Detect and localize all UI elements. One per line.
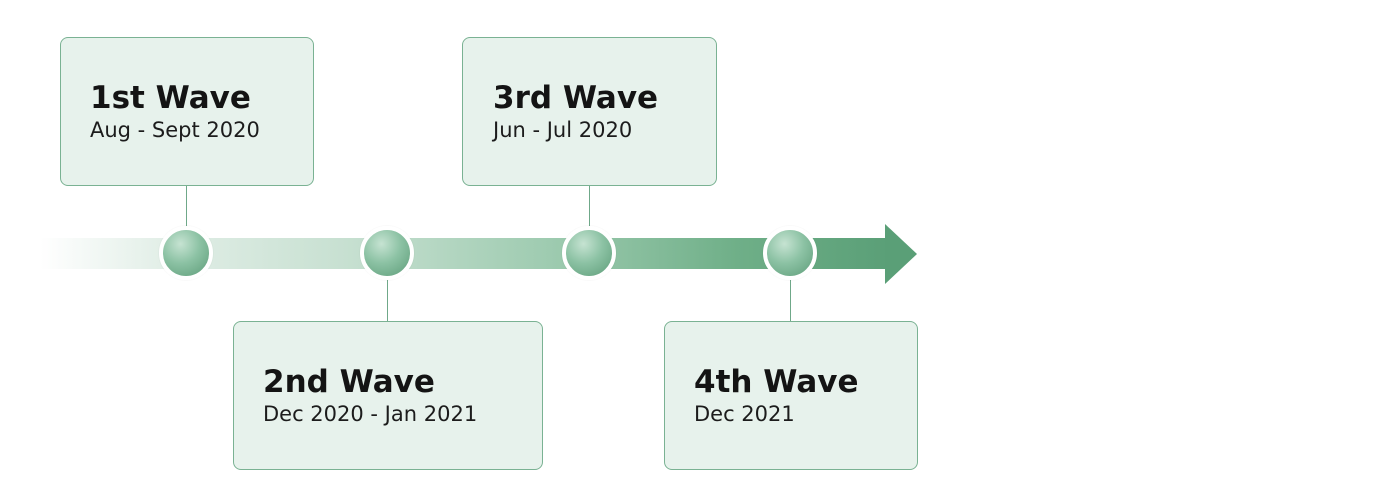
wave-title: 3rd Wave [493,80,659,116]
wave-title: 2nd Wave [263,364,435,400]
wave-card-4: 4th Wave Dec 2021 [664,321,918,470]
connector-wave-4 [790,280,791,322]
wave-dates: Dec 2021 [694,402,795,426]
timeline-arrow-head [885,224,917,284]
wave-card-3: 3rd Wave Jun - Jul 2020 [462,37,717,186]
connector-wave-2 [387,280,388,322]
timeline-node-wave-1 [159,226,213,280]
wave-dates: Dec 2020 - Jan 2021 [263,402,478,426]
wave-dates: Jun - Jul 2020 [493,118,633,142]
timeline-node-wave-2 [360,226,414,280]
wave-card-1: 1st Wave Aug - Sept 2020 [60,37,314,186]
wave-title: 4th Wave [694,364,859,400]
timeline-node-wave-4 [763,226,817,280]
connector-wave-3 [589,185,590,229]
wave-card-2: 2nd Wave Dec 2020 - Jan 2021 [233,321,543,470]
wave-title: 1st Wave [90,80,251,116]
connector-wave-1 [186,185,187,229]
wave-dates: Aug - Sept 2020 [90,118,260,142]
timeline-node-wave-3 [562,226,616,280]
